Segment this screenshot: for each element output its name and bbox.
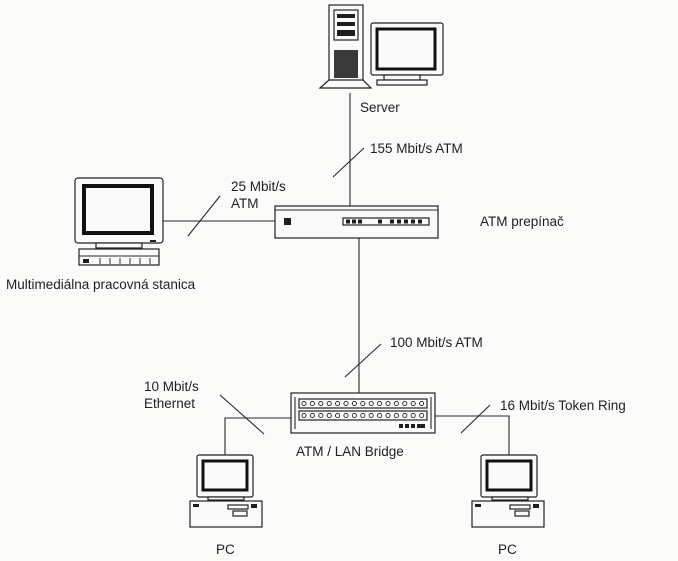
bridge-port-icon (318, 400, 324, 407)
link-label-10-line1: 10 Mbit/s (144, 379, 199, 394)
link-switch-bridge (344, 237, 382, 393)
pc-monitor-icon (196, 454, 254, 501)
bridge-port-icon (301, 412, 307, 419)
link-server-switch (332, 93, 365, 207)
link-label-25-line1: 25 Mbit/s (231, 179, 286, 194)
pc-right-label: PC (498, 542, 517, 557)
link-label-10-line2: Ethernet (144, 396, 195, 411)
bridge-port-icon (343, 400, 349, 407)
link-label-16: 16 Mbit/s Token Ring (500, 398, 626, 413)
workstation-monitor-icon (74, 177, 164, 249)
bridge-port-icon (402, 412, 408, 419)
bridge-port-icon (419, 412, 425, 419)
server-node[interactable]: Server (318, 4, 444, 115)
link-workstation-switch (163, 195, 275, 237)
pc-right-node[interactable]: PC (471, 454, 545, 557)
bridge-port-icon (335, 400, 341, 407)
bridge-port-icon (385, 400, 391, 407)
link-bridge-pc-left (219, 394, 291, 455)
bridge-port-icon (419, 400, 425, 407)
link-label-25-line2: ATM (231, 196, 259, 211)
bridge-port-icon (393, 400, 399, 407)
bridge-port-icon (326, 412, 332, 419)
server-monitor-icon (370, 22, 444, 86)
bridge-port-icon (385, 412, 391, 419)
bridge-port-icon (335, 412, 341, 419)
bridge-port-icon (368, 412, 374, 419)
bridge-port-icon (360, 400, 366, 407)
atm-switch-icon (274, 205, 439, 239)
bridge-port-icon (377, 400, 383, 407)
bridge-port-icon (410, 412, 416, 419)
server-label: Server (360, 100, 400, 115)
link-label-100: 100 Mbit/s ATM (390, 335, 483, 350)
bridge-port-icon (309, 400, 315, 407)
bridge-port-icon (318, 412, 324, 419)
link-marker-slash (344, 343, 382, 378)
bridge-port-icon (351, 400, 357, 407)
pc-case-icon (471, 500, 545, 528)
pc-left-node[interactable]: PC (189, 454, 263, 557)
bridge-port-icon (351, 412, 357, 419)
bridge-port-icon (402, 400, 408, 407)
bridge-port-icon (301, 400, 307, 407)
pc-left-label: PC (216, 542, 235, 557)
bridge-label: ATM / LAN Bridge (296, 444, 404, 459)
link-marker-slash (219, 394, 265, 435)
link-label-155: 155 Mbit/s ATM (370, 141, 463, 156)
workstation-label: Multimediálna pracovná stanica (6, 277, 196, 292)
bridge-port-icon (343, 412, 349, 419)
bridge-node[interactable]: ATM / LAN Bridge (290, 392, 436, 459)
pc-monitor-icon (480, 454, 538, 501)
bridge-port-icon (309, 412, 315, 419)
link-marker-slash (460, 404, 491, 434)
bridge-port-icon (410, 400, 416, 407)
server-tower-icon (318, 4, 373, 89)
atm-switch-node[interactable]: ATM prepínač (274, 205, 564, 239)
link-marker-slash (332, 147, 365, 178)
pc-case-icon (189, 500, 263, 528)
keyboard-icon (78, 248, 160, 266)
bridge-icon (290, 392, 436, 434)
bridge-port-icon (377, 412, 383, 419)
atm-switch-label: ATM prepínač (480, 214, 564, 229)
workstation-node[interactable]: Multimediálna pracovná stanica (6, 177, 196, 292)
bridge-port-icon (368, 400, 374, 407)
bridge-port-icon (360, 412, 366, 419)
link-bridge-pc-right (435, 404, 510, 455)
bridge-port-icon (393, 412, 399, 419)
bridge-port-icon (326, 400, 332, 407)
link-marker-slash (187, 195, 221, 237)
